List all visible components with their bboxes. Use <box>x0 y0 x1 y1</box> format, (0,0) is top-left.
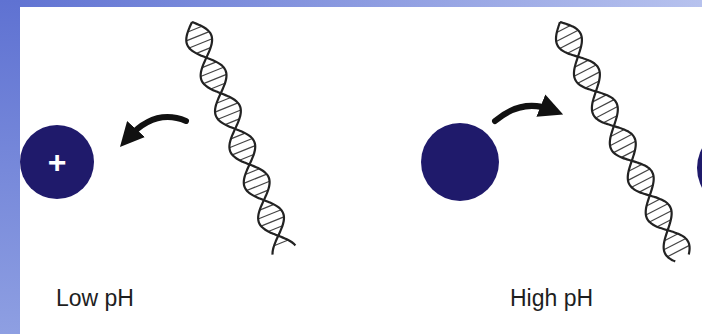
base-pair <box>649 211 671 222</box>
side-band <box>0 0 20 334</box>
base-pair <box>592 100 614 111</box>
base-pair <box>646 204 668 215</box>
dna-strand <box>556 22 675 262</box>
particle-circle <box>421 123 499 201</box>
base-pair <box>215 103 238 112</box>
curved-arrow <box>495 106 552 121</box>
base-pair <box>189 39 212 48</box>
base-pair <box>667 245 689 256</box>
base-pair <box>628 169 650 180</box>
base-pair <box>204 74 227 83</box>
base-pair <box>632 176 654 187</box>
top-band <box>0 0 702 7</box>
base-pair <box>560 37 582 48</box>
base-pair <box>610 134 632 145</box>
curved-arrow <box>128 117 186 138</box>
base-pair <box>614 141 636 152</box>
dna-strand <box>560 22 690 254</box>
base-pair <box>574 65 596 76</box>
charge-sign: + <box>48 146 67 178</box>
base-pair <box>664 238 686 249</box>
base-pair <box>201 67 224 76</box>
base-pair <box>186 32 209 41</box>
base-pair <box>247 181 270 190</box>
base-pair <box>596 107 618 118</box>
dna-strand <box>186 22 284 255</box>
base-pair <box>261 217 284 226</box>
base-pair <box>258 210 281 219</box>
base-pair <box>556 30 578 41</box>
condition-label: High pH <box>510 286 593 311</box>
base-pair <box>229 138 252 147</box>
dna-strand <box>192 22 295 245</box>
condition-label: Low pH <box>56 286 134 311</box>
base-pair <box>232 146 255 155</box>
base-pair <box>244 174 267 183</box>
base-pair <box>218 110 241 119</box>
base-pair <box>578 72 600 83</box>
particle-circle <box>697 127 702 209</box>
charged-particle: + <box>19 124 95 200</box>
dna-helix <box>186 22 295 255</box>
dna-helix <box>556 22 690 262</box>
particle-circle <box>20 125 94 199</box>
